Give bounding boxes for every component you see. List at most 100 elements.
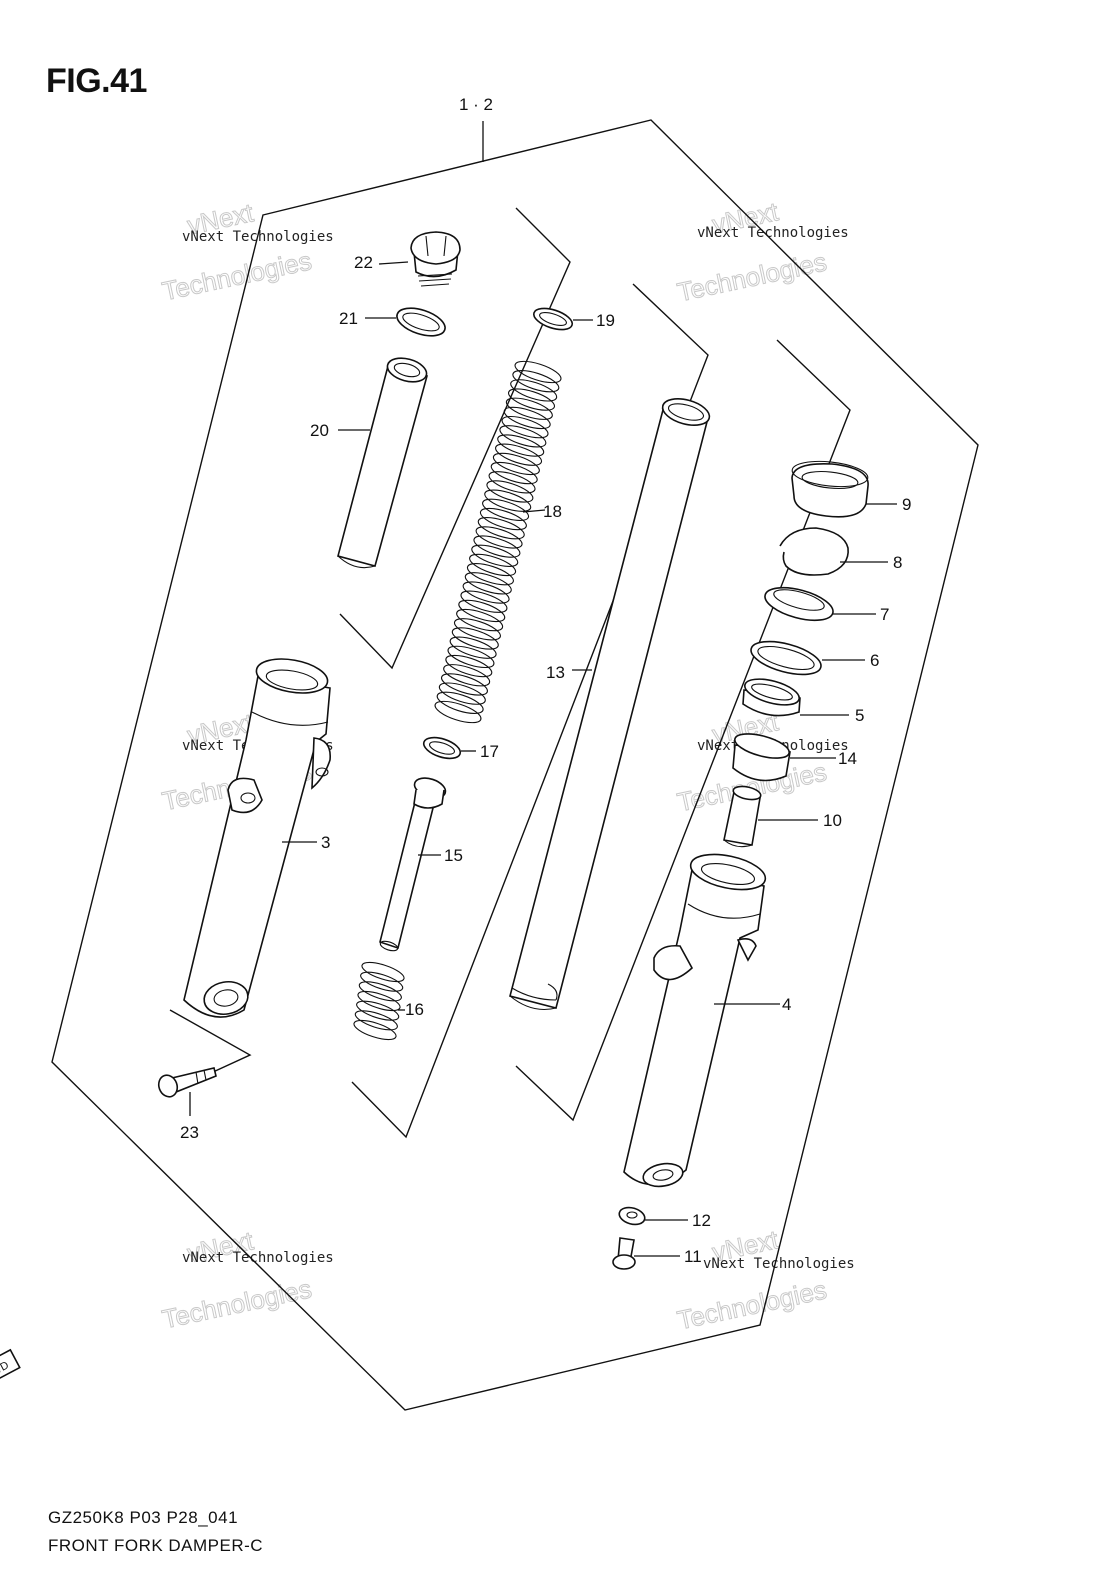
callout-14: 14: [838, 749, 857, 768]
spring-coil: [469, 553, 517, 577]
spring-coil: [510, 379, 558, 402]
o-ring-21: [396, 307, 446, 337]
washer-6: [750, 640, 822, 676]
callout-11: 11: [684, 1247, 702, 1266]
gasket-washer: [618, 1206, 646, 1226]
svg-text:FWD: FWD: [0, 1359, 11, 1381]
assembly-callout: 1 · 2: [459, 95, 493, 114]
assembly-outline: [51, 119, 979, 1411]
spacer-tube: [337, 357, 428, 569]
spring-coil: [353, 1019, 397, 1041]
cap-bolt: [410, 231, 461, 287]
spring-coil: [458, 599, 506, 623]
callout-16: 16: [405, 1000, 424, 1019]
guide-bushing: [742, 678, 801, 717]
svg-text:vNext Technologies: vNext Technologies: [697, 225, 849, 241]
callout-10: 10: [823, 811, 842, 830]
callout-6: 6: [870, 651, 879, 670]
spring-coil: [490, 461, 538, 485]
subassembly-outline-rod: [351, 283, 709, 1139]
outer-tube-right: [623, 853, 767, 1188]
spring-coil: [462, 581, 510, 604]
svg-text:Technologies: Technologies: [159, 245, 314, 306]
watermark-bottom-right: vNext Technologies vNext Technologies: [674, 1224, 855, 1336]
watermark-bottom-left: vNext Technologies vNext Technologies: [159, 1225, 334, 1335]
callout-9: 9: [902, 495, 911, 514]
callout-20: 20: [310, 421, 329, 440]
damper-rod: [379, 777, 447, 952]
callout-4: 4: [782, 995, 791, 1014]
spring-coil: [357, 990, 401, 1012]
callout-22: 22: [354, 253, 373, 272]
spring-coil: [447, 645, 495, 669]
oil-lock-piece: [723, 785, 762, 848]
callout-18: 18: [543, 502, 562, 521]
spring-coil: [449, 636, 497, 659]
spring-coil: [445, 654, 493, 678]
callout-15: 15: [444, 846, 463, 865]
spring-coil: [360, 971, 404, 992]
spring-coil: [438, 682, 486, 705]
spring-coil: [453, 618, 501, 641]
dust-seal: [791, 460, 869, 518]
svg-text:Technologies: Technologies: [159, 1273, 314, 1334]
spring-coil: [492, 452, 540, 476]
spring-coil: [482, 498, 530, 522]
spring-coil: [503, 406, 551, 430]
callout-5: 5: [855, 706, 864, 725]
spring-coil: [488, 471, 536, 494]
spring-coil: [440, 673, 488, 696]
oil-seal: [764, 586, 834, 622]
model-code: GZ250K8 P03 P28_041: [48, 1508, 239, 1527]
spring-coil: [501, 415, 549, 439]
damper-bolt: [612, 1237, 636, 1270]
washer-19: [532, 307, 574, 331]
spring-coil: [451, 627, 499, 650]
rebound-spring: [353, 961, 405, 1041]
svg-text:Technologies: Technologies: [675, 246, 830, 307]
callout-12: 12: [692, 1211, 711, 1230]
spring-coil: [475, 526, 523, 549]
spring-coil: [436, 691, 484, 714]
spring-coil: [361, 961, 405, 983]
spring-coil: [508, 388, 556, 411]
spring-coil: [505, 397, 553, 420]
circlip: [779, 527, 849, 576]
outer-tube-left: [183, 658, 331, 1018]
subassembly-outline-spring: [339, 207, 571, 670]
callout-23: 23: [180, 1123, 199, 1142]
spring-coil: [466, 562, 514, 586]
subassembly-outline-bolt: [169, 1009, 252, 1079]
spring-coil: [477, 517, 525, 540]
spring-coil: [499, 425, 547, 448]
ring-17: [422, 736, 462, 760]
spring-coil: [456, 608, 504, 632]
spring-coil: [443, 664, 491, 687]
fwd-arrow-icon: FWD: [0, 1348, 21, 1396]
spring-coil: [356, 1000, 400, 1021]
callout-3: 3: [321, 833, 330, 852]
svg-text:vNext Technologies: vNext Technologies: [182, 1250, 334, 1266]
spring-coil: [495, 443, 543, 466]
spring-coil: [479, 507, 527, 531]
spring-coil: [514, 360, 562, 384]
spring-coil: [473, 535, 521, 558]
spring-coil: [434, 700, 482, 724]
callout-19: 19: [596, 311, 615, 330]
subassembly-outline-tube: [515, 339, 851, 1122]
spring-coil: [471, 544, 519, 567]
slide-bushing: [732, 733, 791, 782]
callout-7: 7: [880, 605, 889, 624]
spring-coil: [512, 370, 560, 393]
watermark-top-left: vNext Technologies vNext Technologies: [159, 197, 334, 307]
figure-label: FIG.41: [46, 62, 147, 100]
diagram-name: FRONT FORK DAMPER-C: [48, 1536, 264, 1555]
svg-text:vNext Technologies: vNext Technologies: [703, 1256, 855, 1272]
spring-coil: [460, 590, 508, 613]
callout-13: 13: [546, 663, 565, 682]
spring-coil: [354, 1010, 398, 1031]
inner-tube: [509, 398, 711, 1011]
spring-coil: [497, 434, 545, 457]
spring-coil: [486, 480, 534, 503]
